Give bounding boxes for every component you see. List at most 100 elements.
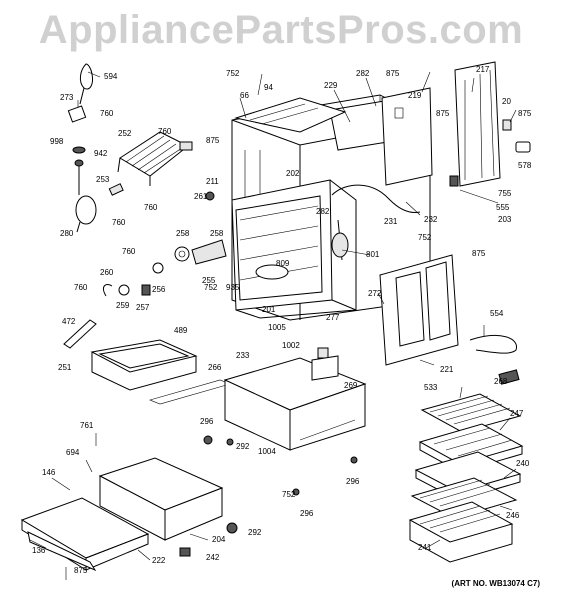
wire-260 (103, 283, 113, 297)
rear-panel-219 (381, 87, 433, 186)
callout-1002: 1002 (282, 341, 300, 350)
probe-assembly-280 (72, 146, 97, 233)
callout-221: 221 (440, 365, 454, 374)
broil-element-252 (117, 131, 193, 186)
callout-296: 296 (346, 477, 360, 486)
oven-door-221 (379, 254, 459, 366)
sensor-282 (331, 219, 349, 261)
callout-280: 280 (60, 229, 74, 238)
callout-217: 217 (476, 65, 490, 74)
screw-292 (226, 438, 234, 446)
callout-241: 241 (418, 543, 432, 552)
callout-246: 246 (506, 511, 520, 520)
callout-755: 755 (498, 189, 512, 198)
callout-251: 251 (58, 363, 72, 372)
callout-146: 146 (42, 468, 56, 477)
callout-292: 292 (236, 442, 250, 451)
igniter-258 (174, 246, 190, 262)
callout-259: 259 (116, 301, 130, 310)
connector-253 (108, 183, 124, 196)
callout-489: 489 (174, 326, 188, 335)
callout-257: 257 (136, 303, 150, 312)
callout-296: 296 (300, 509, 314, 518)
callout-555: 555 (496, 203, 510, 212)
callout-231: 231 (384, 217, 398, 226)
callout-761: 761 (80, 421, 94, 430)
callout-875: 875 (74, 566, 88, 575)
callout-292: 292 (248, 528, 262, 537)
callout-875: 875 (472, 249, 486, 258)
bracket-1002 (317, 347, 329, 359)
callout-242: 242 (206, 553, 220, 562)
callout-258: 258 (210, 229, 224, 238)
wire-clip-268 (498, 369, 520, 385)
callout-233: 233 (236, 351, 250, 360)
bake-element-251 (90, 339, 198, 391)
callout-277: 277 (326, 313, 340, 322)
callout-240: 240 (516, 459, 530, 468)
fitting-259 (118, 284, 130, 296)
callout-760: 760 (100, 109, 114, 118)
callout-256: 256 (152, 285, 166, 294)
callout-247: 247 (510, 409, 524, 418)
callout-296: 296 (200, 417, 214, 426)
callout-809: 809 (276, 259, 290, 268)
callout-694: 694 (66, 448, 80, 457)
callout-268: 268 (494, 377, 508, 386)
block-555 (449, 175, 459, 187)
callout-201: 201 (262, 305, 276, 314)
callout-203: 203 (498, 215, 512, 224)
cavity-frame-201 (235, 179, 357, 319)
screw-296-c (292, 488, 300, 496)
callout-211: 211 (206, 177, 219, 186)
callout-253: 253 (96, 175, 110, 184)
callout-136: 136 (32, 546, 46, 555)
callout-269: 269 (344, 381, 358, 390)
callout-760: 760 (74, 283, 88, 292)
oven-liner-935 (231, 179, 333, 311)
watermark-text: AppliancePartsPros.com (38, 8, 524, 52)
wire-harness-231 (331, 184, 421, 213)
sensor-257 (141, 284, 151, 296)
screw-261 (205, 191, 215, 201)
callout-752: 752 (282, 490, 296, 499)
screw-292-b (226, 522, 238, 534)
callout-752: 752 (204, 283, 218, 292)
callout-578: 578 (518, 161, 532, 170)
callout-942: 942 (94, 149, 108, 158)
back-cover-217 (454, 61, 501, 187)
callout-875: 875 (206, 136, 220, 145)
callout-760: 760 (144, 203, 158, 212)
callout-222: 222 (152, 556, 166, 565)
callout-801: 801 (366, 250, 380, 259)
callout-266: 266 (208, 363, 222, 372)
callout-282: 282 (316, 207, 330, 216)
callout-258: 258 (176, 229, 190, 238)
drawer-204 (98, 457, 224, 541)
screw-296-b (350, 456, 358, 464)
heat-shield-472 (63, 319, 97, 349)
oven-rack-533 (420, 393, 522, 433)
callout-219: 219 (408, 91, 422, 100)
leader-lines (29, 71, 517, 580)
callout-760: 760 (122, 247, 136, 256)
bracket-273 (67, 105, 87, 123)
callout-232: 232 (424, 215, 438, 224)
callout-760: 760 (112, 218, 126, 227)
callout-202: 202 (286, 169, 300, 178)
callout-273: 273 (60, 93, 74, 102)
callout-533: 533 (424, 383, 438, 392)
bracket-255 (191, 239, 227, 265)
callout-752: 752 (418, 233, 432, 242)
callout-272: 272 (368, 289, 382, 298)
callout-998: 998 (50, 137, 64, 146)
callout-260: 260 (100, 268, 114, 277)
clip-242 (179, 547, 191, 557)
callout-94: 94 (264, 83, 273, 92)
callout-875: 875 (436, 109, 450, 118)
drawer-pan-266 (149, 379, 231, 405)
sensor-20 (502, 119, 512, 131)
callout-255: 255 (202, 276, 216, 285)
